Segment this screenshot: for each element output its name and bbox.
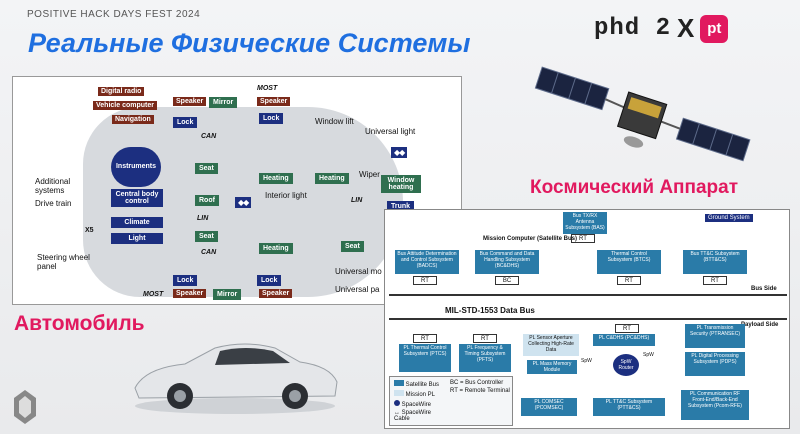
seat-rear-left: Seat bbox=[195, 231, 218, 242]
rt-btts: RT bbox=[703, 276, 727, 285]
legend-mission-pl: Mission PL bbox=[405, 392, 436, 398]
brand-logo: phd 2 X pt bbox=[594, 13, 729, 44]
rt-ptcs: RT bbox=[413, 334, 437, 343]
most-bottom-label: MOST bbox=[143, 291, 164, 298]
heating-front: Heating bbox=[259, 173, 293, 184]
legend-rt: RT = Remote Terminal bbox=[450, 388, 510, 394]
car-diagram: Digital radio Vehicle computer Navigatio… bbox=[12, 76, 462, 305]
x5-label: X5 bbox=[85, 227, 94, 234]
trunk-module: Trunk bbox=[387, 201, 415, 212]
legend: Satellite Bus Mission PL SpaceWire ↔ Spa… bbox=[389, 376, 513, 426]
lock-bottom-left: Lock bbox=[173, 275, 198, 286]
rt-pcdhs: RT bbox=[615, 324, 639, 333]
conference-logo-icon bbox=[14, 390, 36, 424]
universal-mo-label: Universal mo bbox=[335, 267, 382, 276]
bus-side-label: Bus Side bbox=[751, 286, 777, 292]
led-icon-center: ◆◆ bbox=[235, 197, 252, 208]
payload-side-label: Payload Side bbox=[741, 322, 779, 328]
seat-front-left: Seat bbox=[195, 163, 218, 174]
rt-btcs: RT bbox=[617, 276, 641, 285]
digital-radio-label: Digital radio bbox=[98, 87, 145, 96]
heating-right: Heating bbox=[315, 173, 349, 184]
auto-label: Автомобиль bbox=[14, 312, 145, 335]
legend-spacewire-cable: SpaceWire Cable bbox=[394, 410, 432, 422]
btcs-box: Thermal Control Subsystem (BTCS) bbox=[597, 250, 661, 274]
steering-wheel-label: Steering wheel panel bbox=[37, 253, 90, 271]
bc-box: BC bbox=[495, 276, 519, 285]
satellite-image bbox=[534, 66, 751, 162]
lin-left-label: LIN bbox=[197, 215, 209, 222]
speaker-top-left: Speaker bbox=[173, 97, 207, 106]
spw-label-left: SpW bbox=[581, 358, 592, 364]
instruments-module: Instruments bbox=[111, 147, 161, 187]
lock-top-right: Lock bbox=[259, 113, 284, 124]
bus-line-bottom bbox=[389, 318, 787, 320]
mission-computer-label: Mission Computer (Satellite Bus) bbox=[483, 236, 578, 242]
space-label: Космический Аппарат bbox=[530, 177, 739, 198]
antenna-subsystem: Bus TX/RX Antenna Subsystem (BAS) bbox=[563, 212, 607, 234]
btts-box: Bus TT&C Subsystem (BTT&CS) bbox=[683, 250, 747, 274]
window-heating-module: Window heating bbox=[381, 175, 421, 193]
bcdhs-box: Bus Command and Data Handling Subsystem … bbox=[475, 250, 539, 274]
interior-light-label: Interior light bbox=[265, 191, 307, 200]
universal-light-label: Universal light bbox=[365, 127, 416, 136]
can-bottom-label: CAN bbox=[201, 249, 217, 256]
most-top-label: MOST bbox=[257, 85, 278, 92]
pfts-box: PL Frequency & Timing Subsystem (PFTS) bbox=[459, 344, 511, 372]
pt-logo: pt bbox=[700, 14, 729, 43]
universal-pa-label: Universal pa bbox=[335, 285, 380, 294]
can-top-label: CAN bbox=[201, 133, 217, 140]
x-mark: X bbox=[677, 13, 695, 43]
tesla-car-image bbox=[134, 343, 338, 414]
rt-badcs: RT bbox=[413, 276, 437, 285]
pcdhs-box: PL C&DHS (PC&DHS) bbox=[593, 334, 655, 346]
led-icon-top: ◆◆ bbox=[391, 147, 408, 158]
legend-satellite-bus: Satellite Bus bbox=[405, 382, 440, 388]
legend-spacewire: SpaceWire bbox=[401, 402, 432, 408]
spw-router: SpW Router bbox=[613, 354, 639, 376]
navigation-label: Navigation bbox=[112, 115, 154, 124]
wiper-label: Wiper bbox=[359, 170, 380, 179]
rt-antenna: RT bbox=[571, 234, 595, 243]
speaker-bottom-left: Speaker bbox=[173, 289, 207, 298]
central-body-control-module: Central body control bbox=[111, 189, 163, 207]
mirror-top: Mirror bbox=[209, 97, 238, 108]
bus-line-top bbox=[389, 294, 787, 296]
lock-bottom-right: Lock bbox=[257, 275, 282, 286]
mass-memory-box: PL Mass Memory Module bbox=[527, 360, 577, 374]
additional-systems-label: Additional systems bbox=[35, 177, 71, 195]
badcs-box: Bus Attitude Determination and Control S… bbox=[395, 250, 459, 274]
rt-pfts: RT bbox=[473, 334, 497, 343]
pdps-box: PL Digital Processing Subsystem (PDPS) bbox=[685, 352, 745, 376]
window-lift-label: Window lift bbox=[315, 117, 354, 126]
speaker-bottom-right: Speaker bbox=[259, 289, 293, 298]
seat-rear-right: Seat bbox=[341, 241, 364, 252]
data-bus-label: MIL-STD-1553 Data Bus bbox=[445, 306, 535, 315]
roof-module: Roof bbox=[195, 195, 219, 206]
mirror-bottom: Mirror bbox=[213, 289, 242, 300]
heating-rear: Heating bbox=[259, 243, 293, 254]
speaker-top-right: Speaker bbox=[257, 97, 291, 106]
sensor-box: PL Sensor Aperture Collecting High-Rate … bbox=[523, 334, 579, 356]
spw-label-right: SpW bbox=[643, 352, 654, 358]
pttcs-box: PL TT&C Subsystem (PTT&CS) bbox=[593, 398, 665, 416]
ptcs-box: PL Thermal Control Subsystem (PTCS) bbox=[399, 344, 451, 372]
light-module: Light bbox=[111, 233, 163, 244]
phd-logo-text: phd 2 bbox=[594, 15, 672, 42]
lin-right-label: LIN bbox=[351, 197, 363, 204]
lock-top-left: Lock bbox=[173, 117, 198, 128]
climate-module: Climate bbox=[111, 217, 163, 228]
ptransec-box: PL Transmission Security (PTRANSEC) bbox=[685, 324, 745, 348]
fest-label: POSITIVE HACK DAYS FEST 2024 bbox=[27, 9, 201, 20]
legend-bc: BC = Bus Controller bbox=[450, 380, 504, 386]
slide-title: Реальные Физические Системы bbox=[28, 28, 471, 58]
vehicle-computer-label: Vehicle computer bbox=[93, 101, 157, 110]
drive-train-label: Drive train bbox=[35, 199, 72, 208]
ground-system-label: Ground System bbox=[705, 214, 753, 222]
pcomm-box: PL Communication RF Front-End/Back-End S… bbox=[681, 390, 749, 420]
pcomsec-box: PL COMSEC (PCOMSEC) bbox=[521, 398, 577, 416]
spacecraft-diagram: Bus TX/RX Antenna Subsystem (BAS) RT Gro… bbox=[384, 209, 790, 429]
